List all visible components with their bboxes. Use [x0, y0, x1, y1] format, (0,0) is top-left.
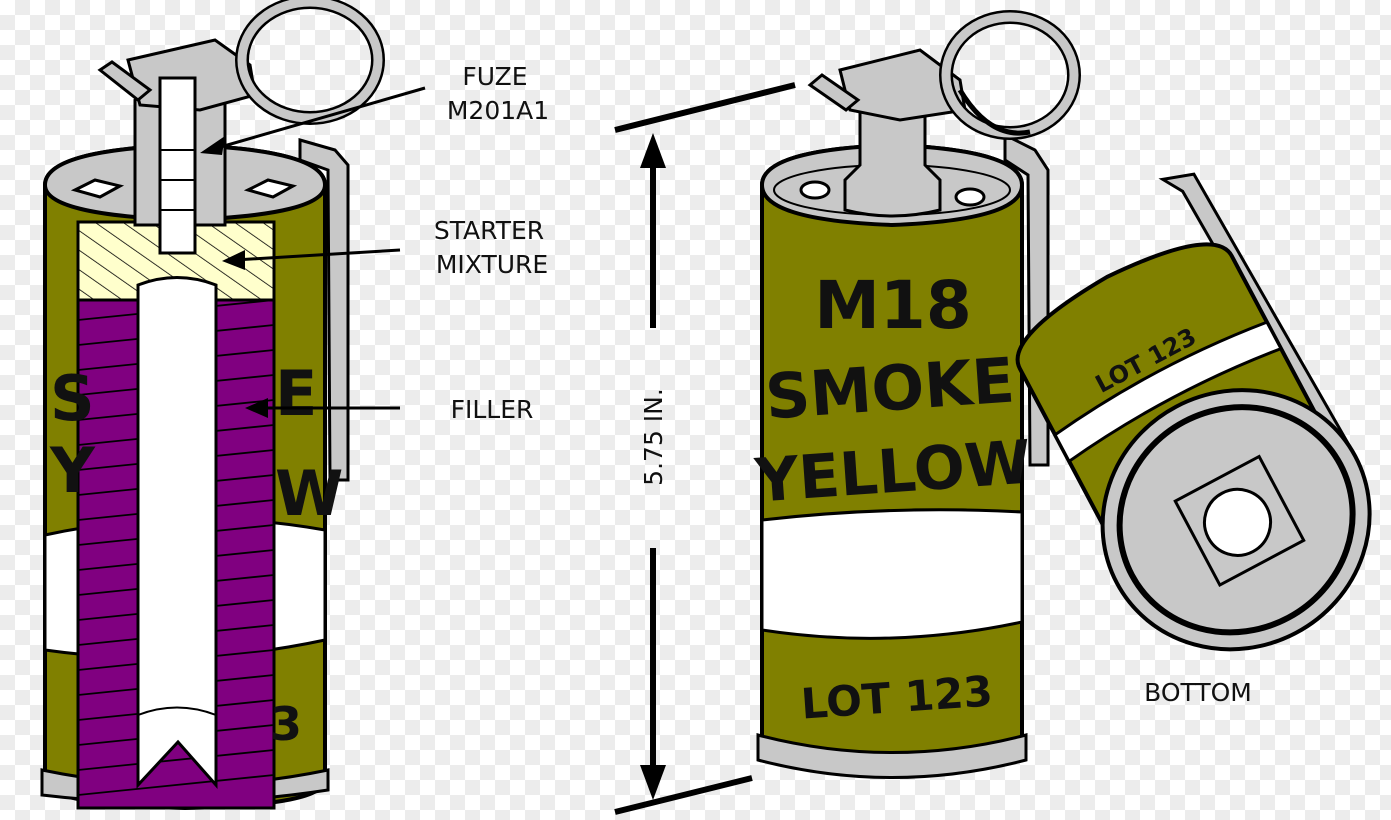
- cutaway-lid-hole-left: [70, 178, 125, 199]
- central-core: [136, 276, 218, 789]
- filler-label: FILLER: [451, 395, 534, 424]
- cut-lettering-e: E: [275, 357, 317, 430]
- marking-smoke: SMOKE: [763, 343, 1017, 433]
- fuze-leader-line: [209, 86, 426, 152]
- bottom-view-white-band: [1053, 320, 1284, 464]
- cutaway-grenade: S Y E W 3: [40, 0, 385, 811]
- safety-pin: [807, 73, 861, 112]
- cutaway-safety-pin: [97, 60, 153, 102]
- starter-label-line2: MIXTURE: [436, 250, 548, 279]
- dimension-top-tick: [614, 82, 796, 133]
- cut-lettering-3: 3: [270, 697, 302, 751]
- core-shading: [137, 706, 217, 716]
- callouts: FUZE M201A1 STARTER MIXTURE FILLER: [200, 62, 549, 424]
- bottom-rim: [756, 733, 1028, 779]
- cut-lettering-w: W: [275, 457, 343, 530]
- starter-label-line1: STARTER: [434, 216, 544, 245]
- bottom-view-grenade: LOT 123: [1015, 172, 1372, 652]
- cutaway-lid-hole-right: [243, 178, 298, 199]
- height-dimension: 5.75 IN.: [614, 82, 796, 815]
- cut-lettering-y: Y: [49, 434, 96, 507]
- marking-model: M18: [814, 267, 972, 344]
- complete-grenade: M18 SMOKE YELLOW LOT 123: [752, 10, 1081, 779]
- bottom-view-vent-hole: [1203, 487, 1273, 557]
- white-band: [760, 508, 1024, 640]
- cut-lettering-s: S: [50, 362, 95, 435]
- starter-leader-line: [234, 248, 401, 262]
- fuze-label-line1: FUZE: [462, 62, 527, 91]
- fuze-housing: [843, 108, 942, 218]
- lid-hole-left: [799, 180, 831, 200]
- fuze-label-line2: M201A1: [447, 96, 549, 125]
- dimension-label: 5.75 IN.: [639, 388, 668, 486]
- lid-hole-right: [954, 187, 986, 207]
- bottom-label: BOTTOM: [1144, 678, 1252, 707]
- dimension-bottom-tick: [614, 775, 753, 815]
- firing-pin: [158, 76, 197, 255]
